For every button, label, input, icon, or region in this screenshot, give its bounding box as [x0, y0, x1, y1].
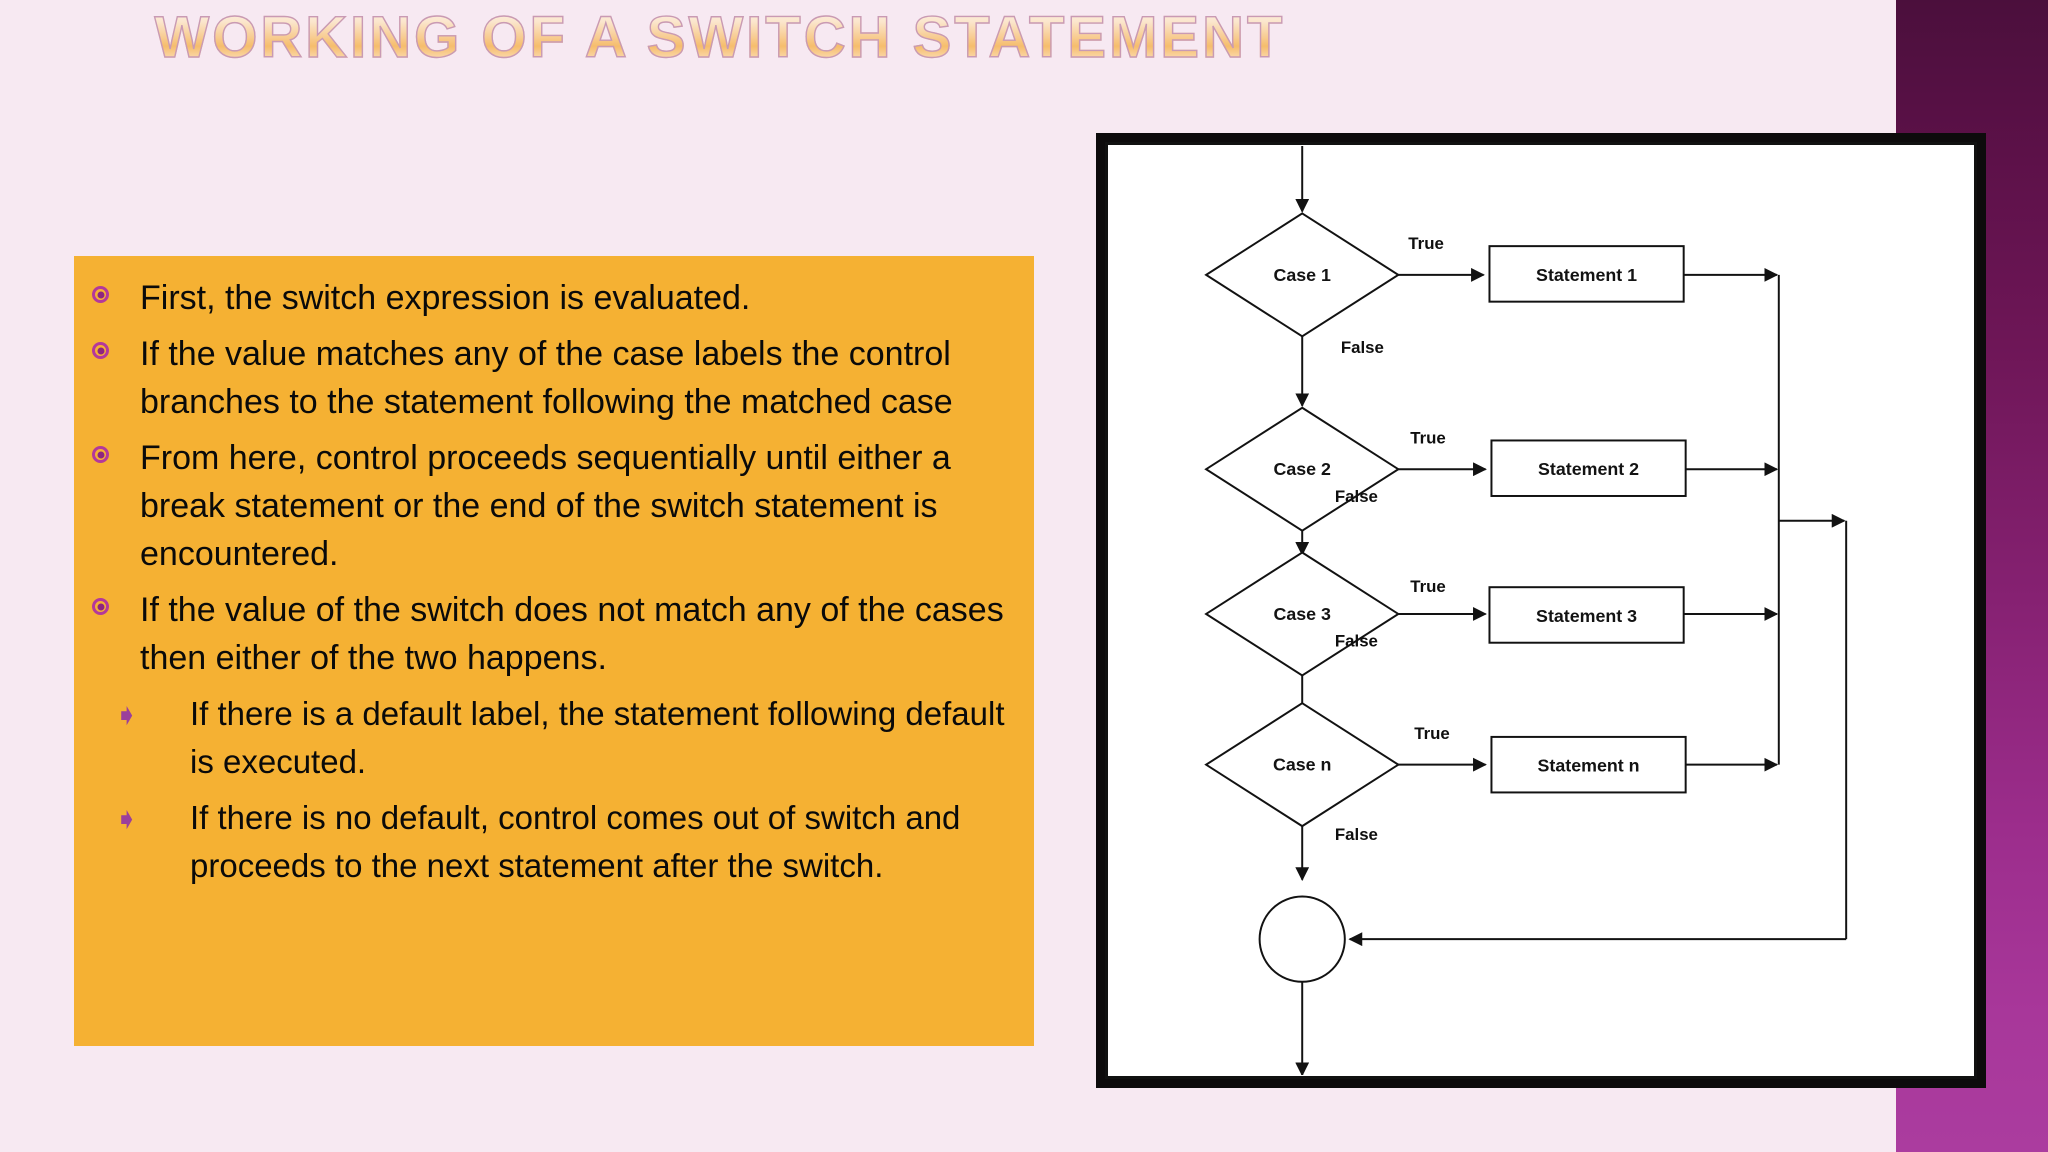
- ring-dot-bullet-icon: [92, 274, 140, 303]
- bullet-panel: First, the switch expression is evaluate…: [74, 256, 1034, 1046]
- decision-case-3-label: Case 3: [1273, 604, 1331, 624]
- edge-label-true-1: True: [1408, 234, 1444, 253]
- edge-label-true-3: True: [1410, 577, 1446, 596]
- ring-dot-bullet-icon: [92, 330, 140, 359]
- bullet-text: If there is no default, control comes ou…: [190, 799, 961, 884]
- flowchart-svg: Case 1 True Statement 1 False Case 2 Tru…: [1204, 146, 1848, 1075]
- list-item: First, the switch expression is evaluate…: [92, 274, 1012, 322]
- process-statement-2-label: Statement 2: [1538, 459, 1639, 479]
- edge-label-true-n: True: [1414, 724, 1450, 743]
- bullet-text: First, the switch expression is evaluate…: [140, 279, 751, 317]
- process-statement-1: [1488, 245, 1685, 303]
- process-statement-2: [1490, 439, 1687, 497]
- process-statement-3-label: Statement 3: [1536, 606, 1637, 626]
- arrow-bullet-icon: ➧: [114, 698, 140, 733]
- list-item: If the value matches any of the case lab…: [92, 330, 1012, 426]
- decision-case-n-label: Case n: [1273, 755, 1331, 775]
- bullet-text: If there is a default label, the stateme…: [190, 695, 1005, 780]
- list-item: If the value of the switch does not matc…: [92, 586, 1012, 682]
- list-item: From here, control proceeds sequentially…: [92, 434, 1012, 578]
- bullet-text: If the value matches any of the case lab…: [140, 335, 953, 421]
- ring-dot-bullet-icon: [92, 586, 140, 615]
- bullet-list: First, the switch expression is evaluate…: [92, 274, 1012, 890]
- edge-label-false-2: False: [1335, 487, 1378, 506]
- page-title: WORKING OF A SWITCH STATEMENT: [140, 4, 1300, 72]
- decision-case-1: [1204, 212, 1401, 338]
- bullet-text: From here, control proceeds sequentially…: [140, 439, 951, 573]
- process-statement-1-label: Statement 1: [1536, 265, 1637, 285]
- process-statement-3: [1488, 586, 1685, 644]
- process-statement-n-label: Statement n: [1538, 756, 1640, 776]
- edge-label-true-2: True: [1410, 428, 1446, 447]
- decision-case-2-label: Case 2: [1273, 459, 1331, 479]
- edge-label-false-3: False: [1335, 632, 1378, 651]
- process-statement-n: [1490, 735, 1687, 794]
- edge-label-false-1: False: [1341, 338, 1384, 357]
- decision-case-1-label: Case 1: [1273, 265, 1331, 285]
- list-item: ➧ If there is no default, control comes …: [92, 794, 1012, 890]
- flowchart-canvas: Case 1 True Statement 1 False Case 2 Tru…: [1105, 142, 1977, 1079]
- bullet-text: If the value of the switch does not matc…: [140, 591, 1004, 677]
- flowchart-frame: Case 1 True Statement 1 False Case 2 Tru…: [1096, 133, 1986, 1088]
- ring-dot-bullet-icon: [92, 434, 140, 463]
- edge-label-false-n: False: [1335, 825, 1378, 844]
- merge-circle: [1258, 895, 1346, 983]
- arrow-bullet-icon: ➧: [114, 802, 140, 837]
- list-item: ➧ If there is a default label, the state…: [92, 690, 1012, 786]
